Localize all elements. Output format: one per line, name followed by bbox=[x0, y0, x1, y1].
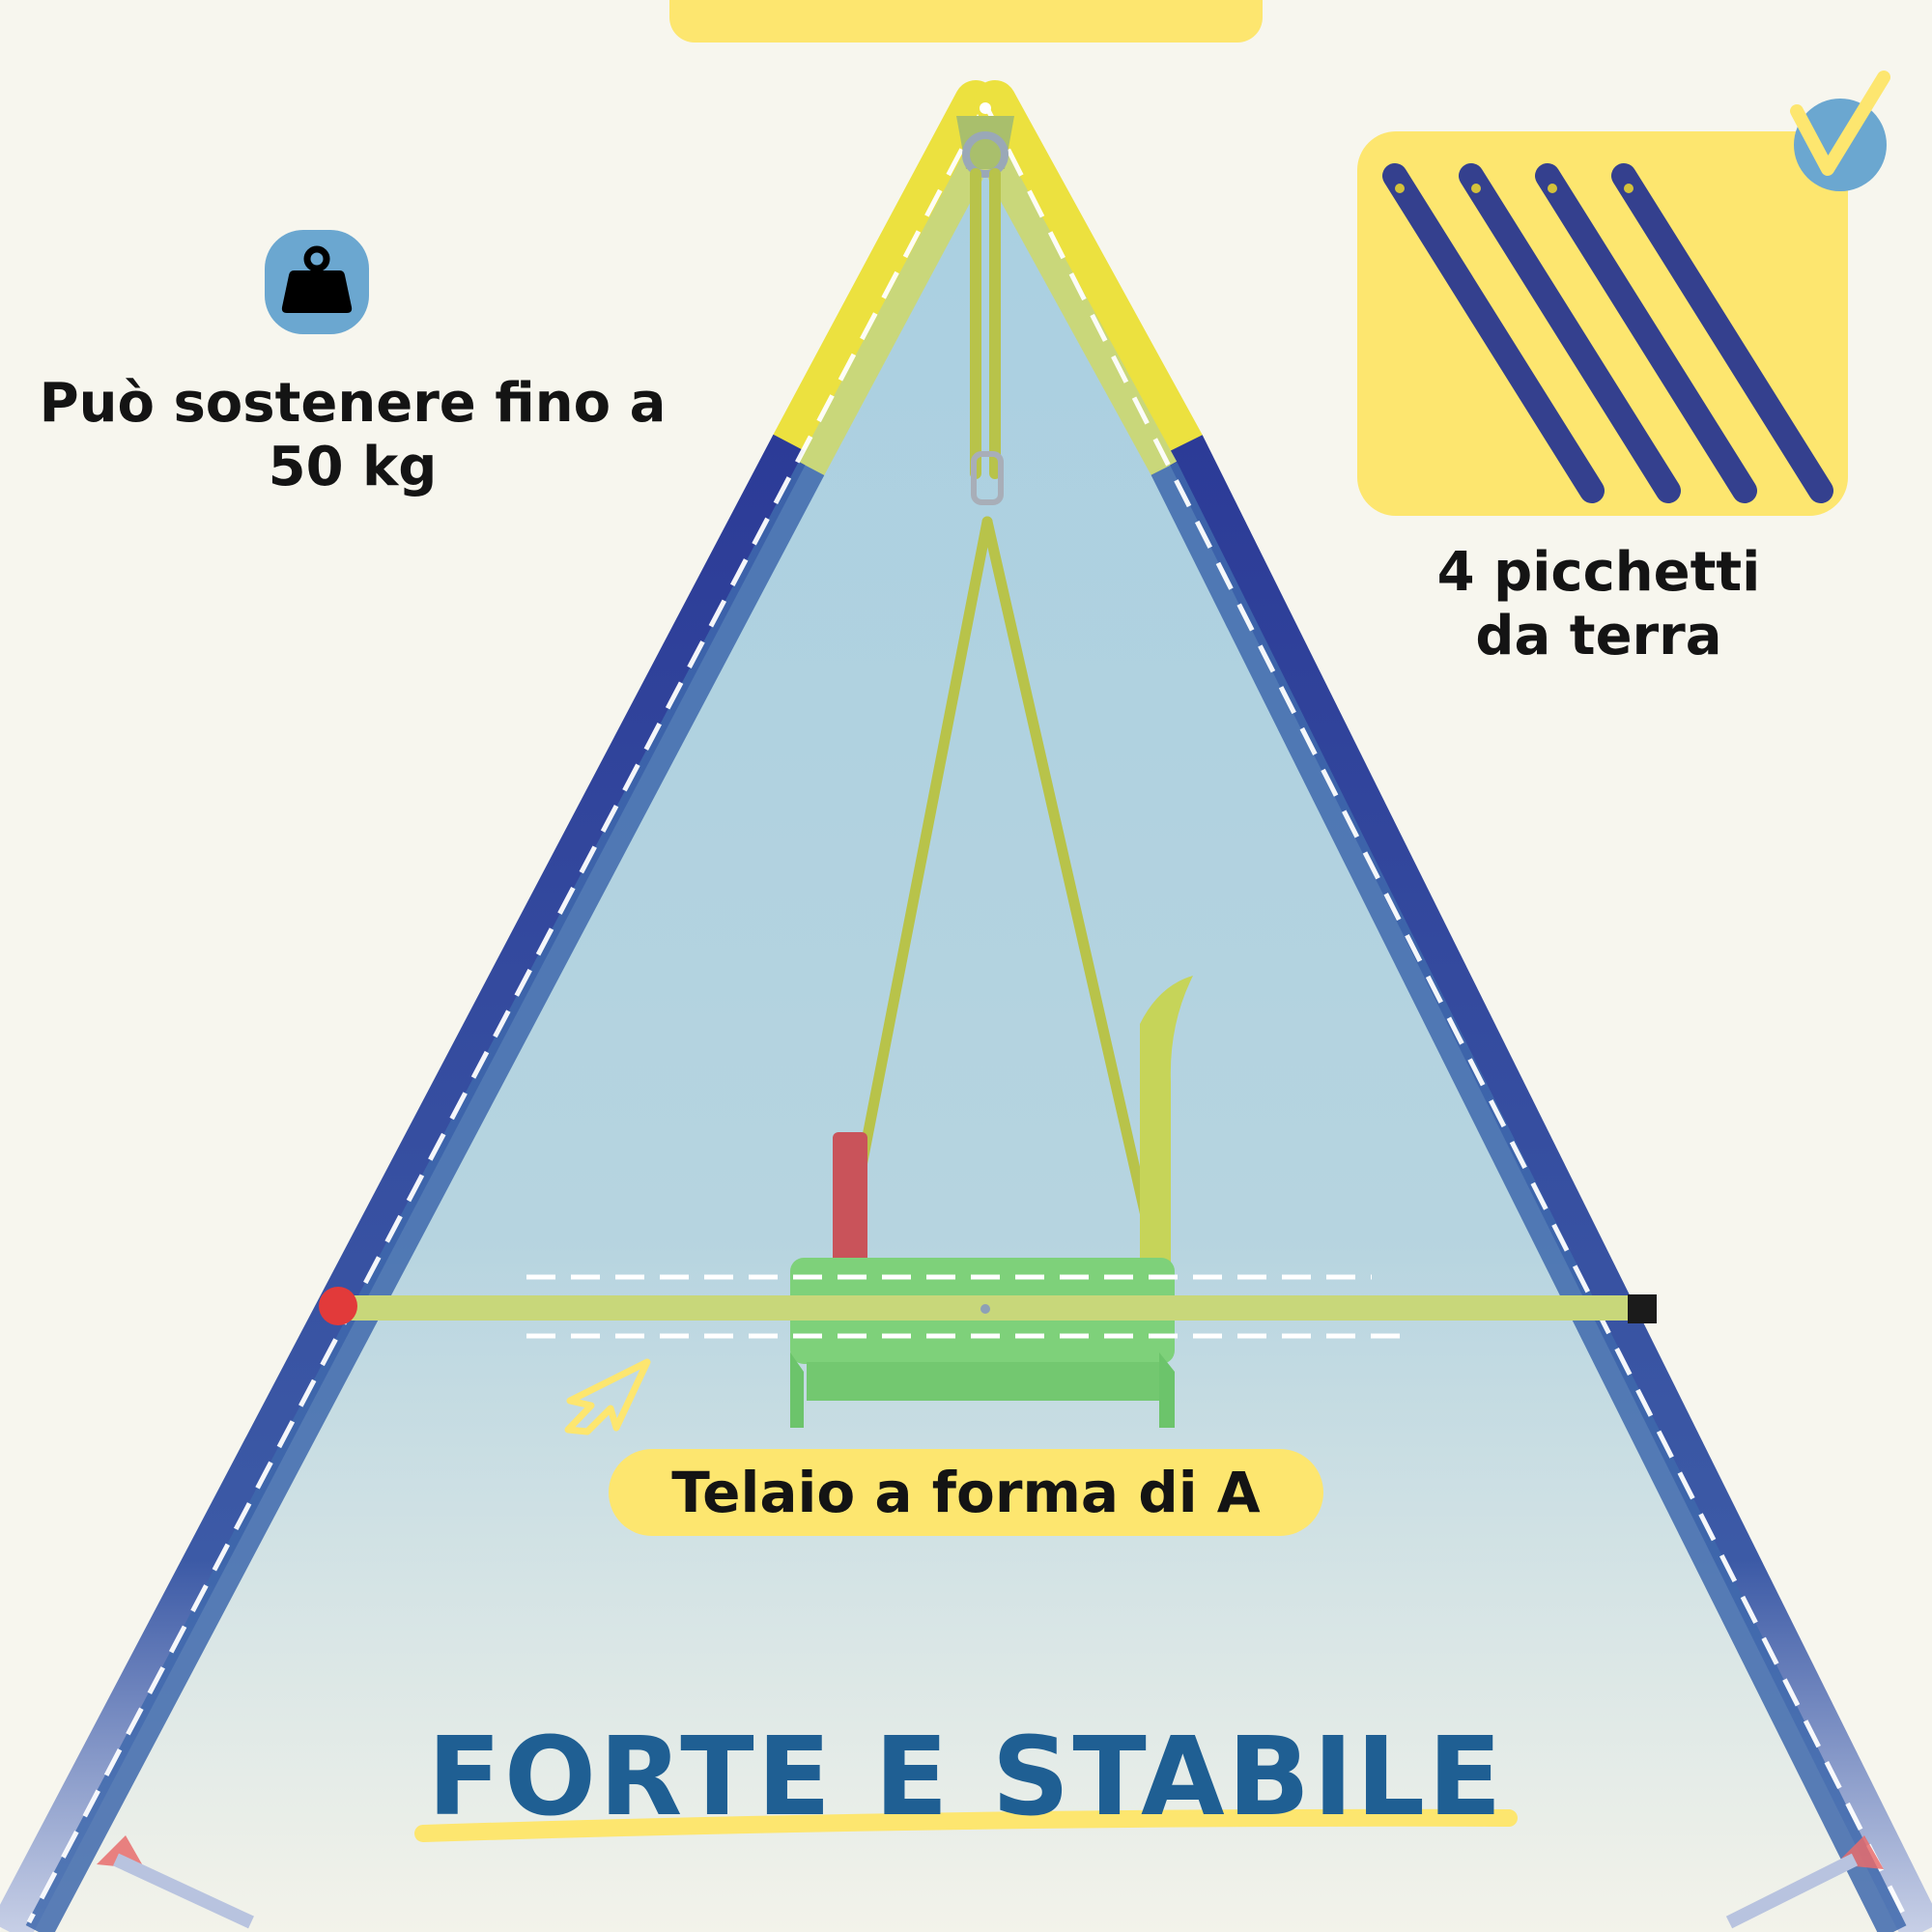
weight-line-2: 50 kg bbox=[268, 436, 438, 499]
cursor-arrow-icon bbox=[564, 1358, 651, 1435]
weight-capacity-label: Può sostenere fino a 50 kg bbox=[10, 372, 696, 499]
checkmark-icon bbox=[1790, 71, 1890, 191]
title-underline bbox=[414, 1808, 1518, 1842]
stakes-line-2: da terra bbox=[1475, 605, 1722, 668]
frame-background bbox=[0, 97, 1932, 1932]
crossbar bbox=[319, 1274, 1657, 1339]
right-leg bbox=[962, 80, 1932, 1932]
stakes-line-1: 4 picchetti bbox=[1436, 541, 1761, 604]
feet bbox=[97, 1835, 1884, 1929]
left-leg bbox=[0, 80, 1009, 1932]
stakes-label: 4 picchetti da terra bbox=[1372, 541, 1826, 668]
weight-line-1: Può sostenere fino a bbox=[39, 372, 667, 435]
stakes-icon bbox=[1382, 163, 1833, 503]
weight-icon bbox=[265, 230, 369, 334]
stakes-card bbox=[1357, 71, 1890, 516]
top-banner-tab bbox=[669, 0, 1263, 43]
red-joint-bolt bbox=[319, 1287, 357, 1325]
frame-label-pill: Telaio a forma di A bbox=[609, 1449, 1323, 1536]
top-hanger bbox=[956, 102, 1014, 178]
main-title: FORTE E STABILE bbox=[427, 1715, 1505, 1840]
black-end-cap bbox=[1628, 1294, 1657, 1323]
frame-label: Telaio a forma di A bbox=[671, 1460, 1261, 1525]
